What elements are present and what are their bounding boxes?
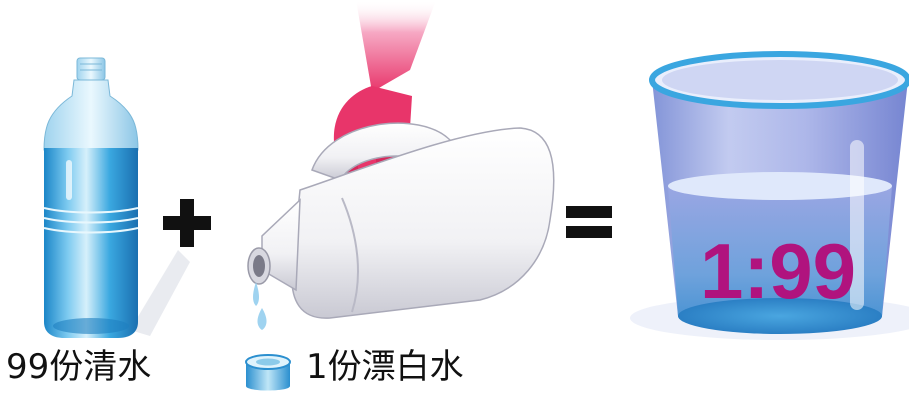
water-portion-label: 99份清水 <box>6 347 152 387</box>
equals-sign <box>566 206 612 238</box>
bucket-icon: 1:99 <box>630 51 909 340</box>
water-bottle-icon <box>43 57 190 338</box>
measuring-cap-icon <box>245 354 291 391</box>
ratio-text: 1:99 <box>700 227 856 315</box>
plus-sign <box>163 199 211 247</box>
bleach-portion-label: 1份漂白水 <box>306 347 464 387</box>
bleach-bottle-icon <box>247 122 555 330</box>
